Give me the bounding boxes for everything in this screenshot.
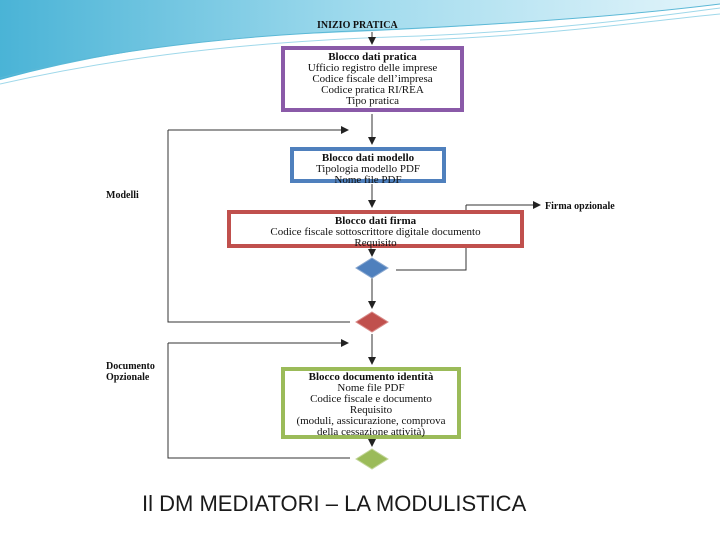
block-line: Tipo pratica — [345, 95, 400, 107]
decision-diamond-red — [355, 311, 389, 333]
label-modelli: Modelli — [106, 190, 139, 201]
block-title: Blocco documento identità — [308, 371, 434, 383]
block-dati-modello: Blocco dati modello Tipologia modello PD… — [290, 147, 446, 186]
block-title: Blocco dati firma — [334, 215, 417, 227]
block-line: Requisito — [354, 237, 397, 249]
decision-diamond-blue — [355, 257, 389, 279]
block-line: (moduli, assicurazione, comprova — [296, 415, 446, 427]
block-line: Ufficio registro delle imprese — [307, 62, 438, 74]
block-title: Blocco dati pratica — [328, 51, 417, 63]
header-swoosh — [0, 0, 720, 85]
block-line: Codice pratica RI/REA — [321, 84, 424, 96]
block-line: della cessazione attività) — [316, 426, 426, 438]
block-line: Nome file PDF — [337, 382, 405, 394]
block-line: Nome file PDF — [334, 174, 402, 186]
block-line: Codice fiscale dell’impresa — [312, 73, 433, 85]
label-documento-line1: Documento — [106, 361, 155, 372]
block-line: Codice fiscale sottoscrittore digitale d… — [270, 226, 481, 238]
block-documento-identita: Blocco documento identità Nome file PDF … — [281, 367, 461, 439]
loop-modelli — [167, 130, 350, 323]
loop-documento — [167, 343, 350, 459]
label-documento-line2: Opzionale — [106, 372, 150, 383]
block-line: Requisito — [349, 404, 393, 416]
start-label: INIZIO PRATICA — [317, 20, 398, 31]
block-dati-pratica: Blocco dati pratica Ufficio registro del… — [281, 46, 464, 112]
label-firma-opzionale: Firma opzionale — [545, 201, 615, 212]
block-line: Codice fiscale e documento — [310, 393, 432, 405]
slide-caption: Il DM MEDIATORI – LA MODULISTICA — [142, 491, 527, 516]
block-dati-firma: Blocco dati firma Codice fiscale sottosc… — [227, 210, 524, 249]
block-title: Blocco dati modello — [321, 152, 415, 164]
decision-diamond-green — [355, 448, 389, 470]
label-documento-opzionale: Documento Opzionale — [106, 361, 155, 383]
block-line: Tipologia modello PDF — [315, 163, 421, 175]
